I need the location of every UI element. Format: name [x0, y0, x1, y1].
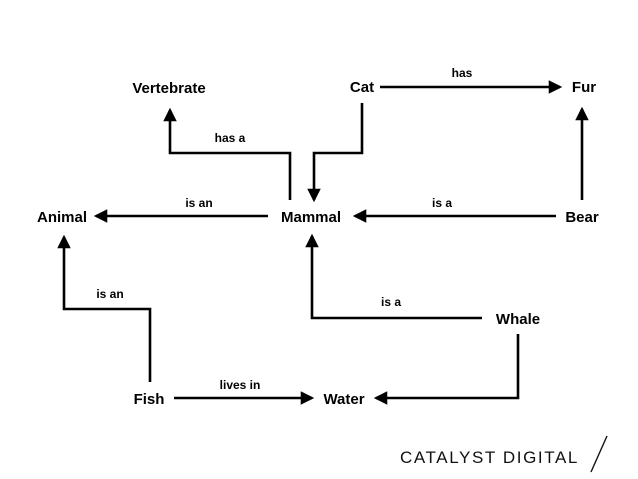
edge-cat-is-a-mammal [307, 103, 364, 203]
brand-slash-icon [590, 435, 608, 473]
node-fur: Fur [572, 79, 596, 96]
edge-label-mammal-vertebrate: has a [215, 131, 246, 145]
node-animal: Animal [37, 209, 87, 226]
edge-label-fish-water: lives in [220, 378, 261, 392]
edge-whale-lives-in-water [373, 334, 520, 405]
edge-label-mammal-animal: is an [185, 196, 212, 210]
edge-fish-is-an-animal [57, 234, 152, 382]
node-water: Water [323, 391, 364, 408]
edge-mammal-has-a-vertebrate [163, 107, 292, 200]
node-cat: Cat [350, 79, 374, 96]
edge-label-cat-fur: has [452, 66, 473, 80]
node-mammal: Mammal [281, 209, 341, 226]
edge-label-fish-animal: is an [96, 287, 123, 301]
node-fish: Fish [134, 391, 165, 408]
edge-label-bear-mammal: is a [432, 196, 452, 210]
brand-logo-text: CATALYST DIGITAL [400, 448, 579, 467]
node-bear: Bear [565, 209, 599, 226]
edge-whale-is-a-mammal [305, 233, 482, 320]
node-vertebrate: Vertebrate [132, 80, 205, 97]
edge-label-whale-mammal: is a [381, 295, 401, 309]
node-whale: Whale [496, 311, 540, 328]
